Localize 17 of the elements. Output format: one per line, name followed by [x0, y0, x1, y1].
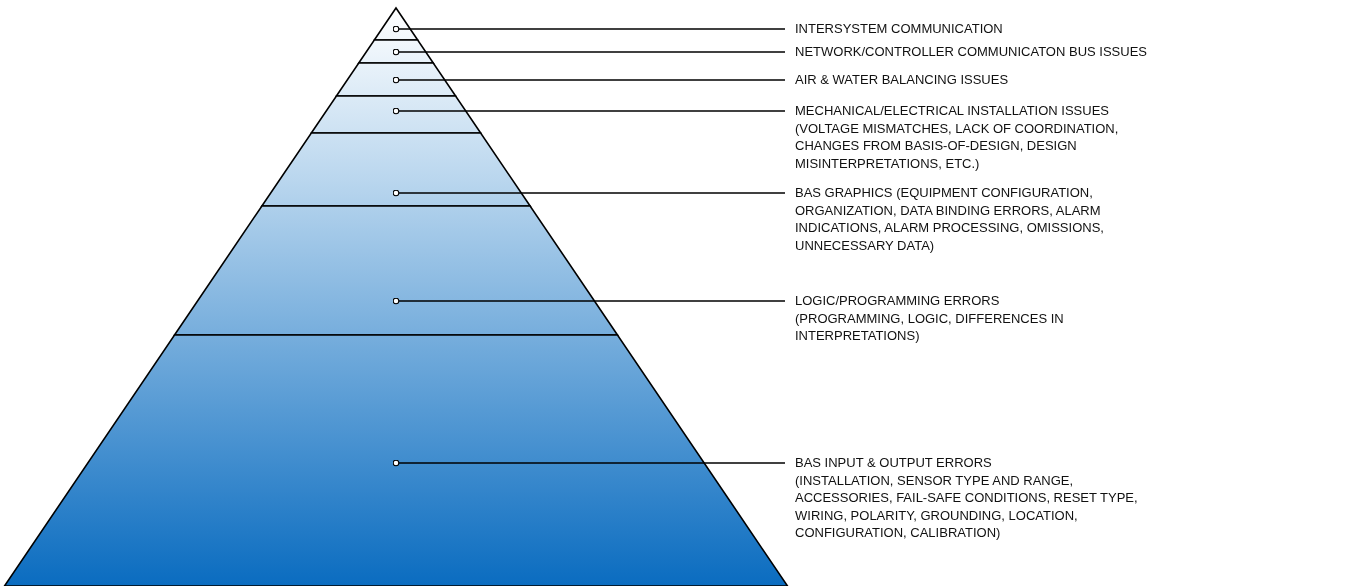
leader-line	[392, 25, 786, 33]
layer-description: BAS INPUT & OUTPUT ERRORS	[795, 454, 993, 472]
pyramid-layer	[309, 95, 483, 134]
layer-description: BAS GRAPHICS (EQUIPMENT CONFIGURATION, ORGANIZATION, DATA BINDING ERRORS, ALARM INDICATIONS, ALARM PROCESSING, OMISSIONS, UNNECESSARY DATA)	[795, 184, 1105, 255]
layer-description: INTERSYSTEM COMMUNICATION	[795, 20, 1004, 38]
layer-description: (INSTALLATION, SENSOR TYPE AND RANGE, ACCESSORIES, FAIL-SAFE CONDITIONS, RESET TYPE, WIRING, POLARITY, GROUNDING, LOCATION, CONFIGURATION, CALIBRATION)	[795, 471, 1139, 542]
layer-description: NETWORK/CONTROLLER COMMUNICATON BUS ISSUES	[795, 43, 1148, 61]
leader-line	[392, 107, 786, 115]
layer-description: (PROGRAMMING, LOGIC, DIFFERENCES IN INTERPRETATIONS)	[795, 309, 1065, 345]
leader-line	[392, 76, 786, 84]
leader-line	[392, 48, 786, 56]
leader-line	[392, 459, 786, 467]
leader-line	[392, 297, 786, 305]
layer-description: AIR & WATER BALANCING ISSUES	[795, 71, 1010, 89]
leader-line	[392, 189, 786, 197]
layer-description: LOGIC/PROGRAMMING ERRORS	[795, 292, 1001, 310]
layer-description: MECHANICAL/ELECTRICAL INSTALLATION ISSUES (VOLTAGE MISMATCHES, LACK OF COORDINATION, CHANGES FROM BASIS-OF-DESIGN, DESIGN MISINTERPRETATIONS, ETC.)	[795, 102, 1120, 173]
